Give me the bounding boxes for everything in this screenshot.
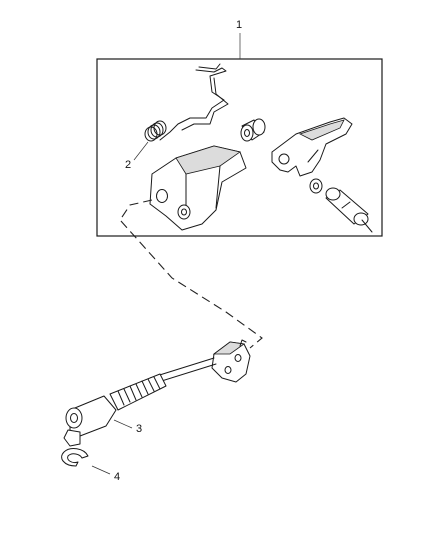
cable-end-socket: [63, 395, 117, 447]
washer: [309, 178, 323, 194]
cable-boot: [109, 373, 167, 411]
callout-2-label: 2: [125, 159, 131, 171]
bushing: [240, 118, 266, 142]
cable-end-bracket: [211, 339, 251, 383]
coil-spring: [144, 120, 167, 142]
shift-lever: [271, 117, 353, 177]
cable-route-line: [119, 199, 263, 349]
callout-1-label: 1: [236, 19, 242, 31]
kit-box-outline: [96, 58, 383, 237]
callout-3-leader: [113, 419, 133, 429]
callout-4-label: 4: [114, 471, 120, 483]
callout-4-leader: [91, 465, 111, 475]
bracket-housing: [149, 145, 247, 231]
pivot-sleeve: [325, 187, 373, 233]
callout-3-label: 3: [136, 423, 142, 435]
retaining-clip: [61, 448, 89, 467]
wire-spring: [159, 63, 229, 141]
callout-2-leader: [133, 141, 149, 161]
